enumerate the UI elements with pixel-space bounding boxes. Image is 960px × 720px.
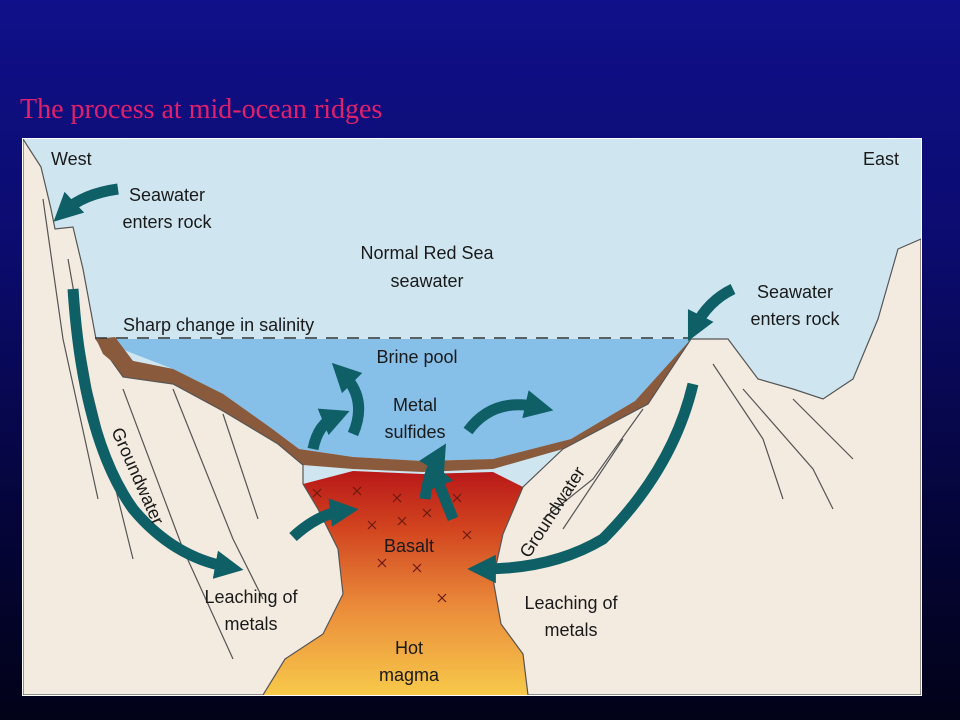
label-normal-seawater-1: Normal Red Sea	[360, 243, 494, 263]
arrow-seawater-west	[53, 183, 119, 222]
basalt-crystals	[312, 486, 472, 603]
arrow-vent-right	[426, 459, 459, 522]
label-salinity: Sharp change in salinity	[123, 315, 314, 335]
label-seawater-west-1: Seawater	[129, 185, 205, 205]
label-leach-west-2: metals	[224, 614, 277, 634]
label-brine-pool: Brine pool	[376, 347, 457, 367]
slide-title: The process at mid-ocean ridges	[20, 94, 383, 125]
label-leach-east-2: metals	[544, 620, 597, 640]
label-leach-west-1: Leaching of	[204, 587, 298, 607]
label-east: East	[863, 149, 899, 169]
east-rock	[492, 238, 921, 695]
arrow-upflow-right	[463, 390, 554, 435]
label-normal-seawater-2: seawater	[390, 271, 463, 291]
label-leach-east-1: Leaching of	[524, 593, 618, 613]
arrow-seawater-east	[687, 284, 736, 342]
west-rock	[23, 139, 344, 695]
ridge-diagram: West East Seawater enters rock Normal Re…	[22, 138, 922, 696]
arrow-groundwater-west	[67, 288, 244, 579]
flow-arrows	[53, 183, 736, 584]
label-basalt: Basalt	[384, 536, 434, 556]
arrow-groundwater-east	[467, 382, 699, 584]
label-hot: Hot	[395, 638, 423, 658]
label-seawater-west-2: enters rock	[122, 212, 212, 232]
label-metal-1: Metal	[393, 395, 437, 415]
label-seawater-east-1: Seawater	[757, 282, 833, 302]
label-west: West	[51, 149, 92, 169]
brine-pool	[96, 339, 691, 461]
arrow-leach-west	[289, 498, 359, 542]
label-magma: magma	[379, 665, 440, 685]
arrow-upflow-center	[307, 408, 350, 451]
arrow-upflow-left	[331, 362, 365, 437]
west-sediment-cap	[96, 337, 275, 439]
magma-chamber	[263, 471, 528, 695]
label-metal-2: sulfides	[384, 422, 445, 442]
label-seawater-east-2: enters rock	[750, 309, 840, 329]
